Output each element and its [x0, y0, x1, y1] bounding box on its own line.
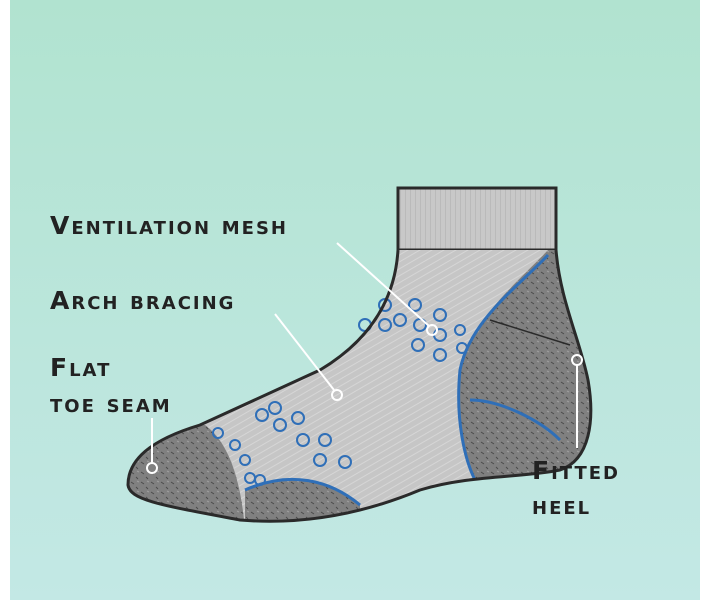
label-flat-toe-seam-line2: toe seam [50, 389, 172, 418]
arch-leader [274, 313, 335, 391]
label-arch-bracing: Arch bracing [50, 286, 236, 315]
arch-marker [331, 389, 343, 401]
label-flat-toe-seam-line1: Flat [50, 353, 112, 382]
label-fitted-heel-line1: Fitted [532, 456, 620, 485]
ventilation-marker [426, 324, 438, 336]
label-fitted-heel-line2: heel [532, 491, 592, 520]
sock-cuff [396, 186, 558, 252]
toe-marker [146, 462, 158, 474]
leader-lines [146, 242, 583, 474]
arch-bracing-pattern [212, 298, 468, 486]
label-ventilation-mesh: Ventilation mesh [50, 211, 288, 240]
ventilation-leader [336, 242, 430, 327]
